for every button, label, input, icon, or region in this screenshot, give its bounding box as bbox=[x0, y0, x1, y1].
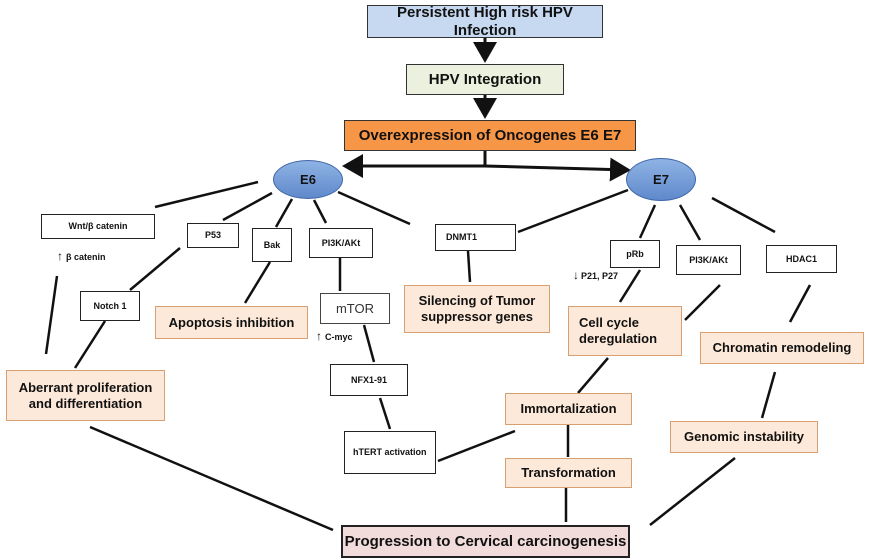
c-myc-up-note: C-myc bbox=[316, 329, 353, 343]
line-genomic-progression bbox=[649, 457, 736, 526]
silencing-tumor-suppressor-box: Silencing of Tumor suppressor genes bbox=[404, 285, 550, 333]
line-bak-apoptosis bbox=[243, 261, 272, 304]
line-e7-hdac1 bbox=[711, 196, 776, 234]
mtor-box: mTOR bbox=[320, 293, 390, 324]
line-e6-wnt bbox=[154, 180, 259, 209]
hdac1-box: HDAC1 bbox=[766, 245, 837, 273]
line-p53-notch bbox=[129, 247, 181, 291]
line-hdac1-chromatin bbox=[788, 284, 812, 323]
line-immortalization-htert bbox=[437, 429, 516, 463]
line-e6-dnmt1 bbox=[337, 190, 411, 226]
e7-pi3k-akt-box: PI3K/AKt bbox=[676, 245, 741, 275]
line-prb-cellcycle bbox=[618, 269, 642, 303]
dnmt1-box: DNMT1 bbox=[435, 224, 516, 251]
progression-cervical-carcinogenesis-box: Progression to Cervical carcinogenesis bbox=[341, 525, 630, 558]
cell-cycle-deregulation-box: Cell cycle deregulation bbox=[568, 306, 682, 356]
e7-node: E7 bbox=[626, 158, 696, 201]
bak-box: Bak bbox=[252, 228, 292, 262]
line-e7-prb bbox=[638, 204, 657, 239]
e6-pi3k-akt-box: PI3K/AKt bbox=[309, 228, 373, 258]
immortalization-box: Immortalization bbox=[505, 393, 632, 425]
apoptosis-inhibition-box: Apoptosis inhibition bbox=[155, 306, 308, 339]
beta-catenin-up-note: β catenin bbox=[57, 249, 106, 263]
wnt-beta-catenin-box: Wnt/β catenin bbox=[41, 214, 155, 239]
p21-p27-down-note: P21, P27 bbox=[573, 268, 618, 282]
prb-box: pRb bbox=[610, 240, 660, 268]
p53-box: P53 bbox=[187, 223, 239, 248]
line-e6-bak bbox=[274, 198, 294, 228]
e6-node: E6 bbox=[273, 160, 343, 199]
line-wnt-aberrant bbox=[44, 275, 59, 355]
line-e7-pi3k bbox=[678, 204, 702, 241]
notch1-box: Notch 1 bbox=[80, 291, 140, 321]
line-nfx-htert bbox=[378, 397, 392, 430]
line-chromatin-genomic bbox=[760, 371, 777, 419]
line-notch-aberrant bbox=[73, 320, 107, 369]
hpv-integration-box: HPV Integration bbox=[406, 64, 564, 95]
line-aberrant-progression bbox=[89, 425, 334, 532]
chromatin-remodeling-box: Chromatin remodeling bbox=[700, 332, 864, 364]
line-pi3k-cellcycle bbox=[684, 284, 721, 321]
transformation-box: Transformation bbox=[505, 458, 632, 488]
oncogenes-box: Overexpression of Oncogenes E6 E7 bbox=[344, 120, 636, 151]
nfx1-91-box: NFX1-91 bbox=[330, 364, 408, 396]
line-dnmt1-silencing bbox=[466, 250, 472, 283]
arrow-to-e7 bbox=[484, 157, 631, 182]
line-mtor-nfx bbox=[362, 324, 376, 363]
line-e7-dnmt1 bbox=[517, 188, 629, 234]
aberrant-proliferation-box: Aberrant proliferation and differentiati… bbox=[6, 370, 165, 421]
line-e6-p53 bbox=[222, 191, 273, 222]
hpv-infection-box: Persistent High risk HPV Infection bbox=[367, 4, 603, 39]
htert-activation-box: hTERT activation bbox=[344, 431, 436, 474]
line-cellcycle-immortalization bbox=[577, 357, 609, 394]
line-e6-pi3k bbox=[312, 199, 328, 224]
genomic-instability-box: Genomic instability bbox=[670, 421, 818, 453]
